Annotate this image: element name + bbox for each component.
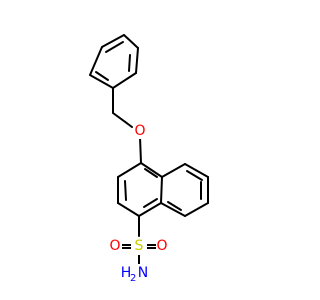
atom-labels: O S O O H 2 N [109, 123, 169, 284]
bond [161, 163, 186, 178]
naphthalene-system [117, 162, 209, 217]
bond [105, 41, 124, 53]
atom-background [119, 264, 146, 282]
bond [135, 47, 139, 74]
bond [160, 176, 163, 204]
bond [95, 71, 109, 81]
benzyl-linker [112, 87, 142, 164]
amine-h-label: H [121, 265, 132, 281]
bond [138, 202, 162, 217]
amine-h-subscript: 2 [130, 273, 136, 284]
bond [128, 54, 131, 72]
bond [117, 162, 142, 178]
bond [89, 46, 103, 76]
bond [140, 162, 163, 178]
atom-background [131, 237, 147, 255]
bond [186, 170, 203, 181]
amine-nitrogen-label: N [138, 265, 148, 281]
atom-background [109, 238, 122, 254]
bond [117, 202, 140, 217]
bond [184, 163, 209, 178]
sulfur-label: S [135, 238, 144, 254]
atom-background [156, 238, 169, 254]
bond [123, 34, 139, 49]
bond [144, 168, 158, 178]
bond [160, 202, 186, 217]
bond [184, 202, 209, 217]
bond [124, 180, 127, 201]
benzyl-ring [89, 34, 139, 89]
bond [139, 136, 142, 164]
structure-diagram: O S O O H 2 N [89, 34, 209, 284]
bond [143, 198, 158, 208]
atom-background [133, 123, 147, 139]
bond [167, 201, 182, 211]
molecule-canvas: O S O O H 2 N [89, 34, 209, 284]
bond [112, 112, 133, 128]
bond [112, 72, 137, 89]
bond [101, 34, 125, 48]
oxygen-sulfonyl-left-label: O [109, 238, 120, 254]
oxygen-sulfonyl-right-label: O [156, 238, 167, 254]
sulfonamide-group [120, 215, 158, 268]
bond [89, 74, 114, 89]
oxygen-ether-label: O [134, 123, 145, 139]
